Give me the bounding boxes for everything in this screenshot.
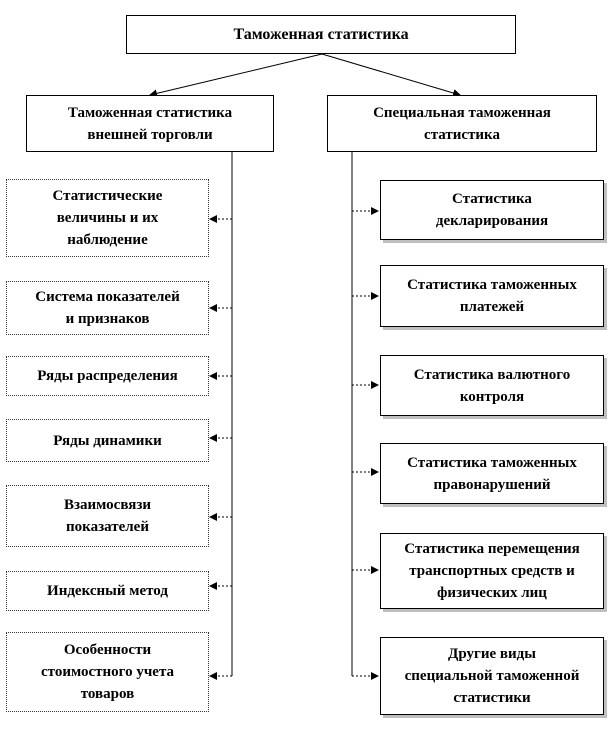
right-branch-label: Специальная таможенная статистика (373, 104, 551, 143)
left-item-label: Индексный метод (47, 583, 168, 599)
left-item-1: Статистические величины и их наблюдение (6, 179, 209, 257)
right-item-label: Статистика таможенных правонарушений (407, 454, 577, 493)
right-item-2: Статистика таможенных платежей (380, 265, 604, 327)
right-item-label: Статистика декларирования (435, 191, 549, 229)
right-item-6: Другие виды специальной таможенной стати… (380, 637, 604, 715)
right-item-label: Статистика таможенных платежей (407, 277, 577, 315)
right-item-label: Статистика валютного контроля (413, 366, 571, 405)
root-label: Таможенная статистика (233, 25, 409, 43)
left-item-label: Взаимосвязи показателей (63, 497, 152, 535)
left-item-4: Ряды динамики (6, 419, 209, 462)
right-item-label: Статистика перемещения транспортных сред… (404, 541, 580, 601)
root-node: Таможенная статистика (126, 15, 516, 54)
right-item-label: Другие виды специальной таможенной стати… (404, 646, 580, 706)
right-branch-node: Специальная таможенная статистика (327, 95, 597, 152)
right-item-1: Статистика декларирования (380, 180, 604, 240)
left-item-5: Взаимосвязи показателей (6, 485, 209, 547)
left-item-label: Статистические величины и их наблюдение (52, 188, 163, 248)
left-item-label: Ряды динамики (53, 432, 162, 449)
left-item-label: Система показателей и признаков (35, 289, 180, 327)
left-item-3: Ряды распределения (6, 356, 209, 396)
connector-root-left (149, 53, 323, 98)
left-item-label: Особенности стоимостного учета товаров (40, 642, 174, 702)
right-item-5: Статистика перемещения транспортных сред… (380, 533, 604, 609)
connector-root-right (321, 53, 461, 97)
left-item-label: Ряды распределения (37, 368, 178, 384)
left-item-2: Система показателей и признаков (6, 281, 209, 335)
left-branch-label: Таможенная статистика внешней торговли (67, 104, 233, 143)
left-branch-node: Таможенная статистика внешней торговли (26, 95, 274, 152)
right-item-3: Статистика валютного контроля (380, 355, 604, 416)
left-item-7: Особенности стоимостного учета товаров (6, 632, 209, 712)
left-item-6: Индексный метод (6, 571, 209, 611)
right-item-4: Статистика таможенных правонарушений (380, 443, 604, 504)
